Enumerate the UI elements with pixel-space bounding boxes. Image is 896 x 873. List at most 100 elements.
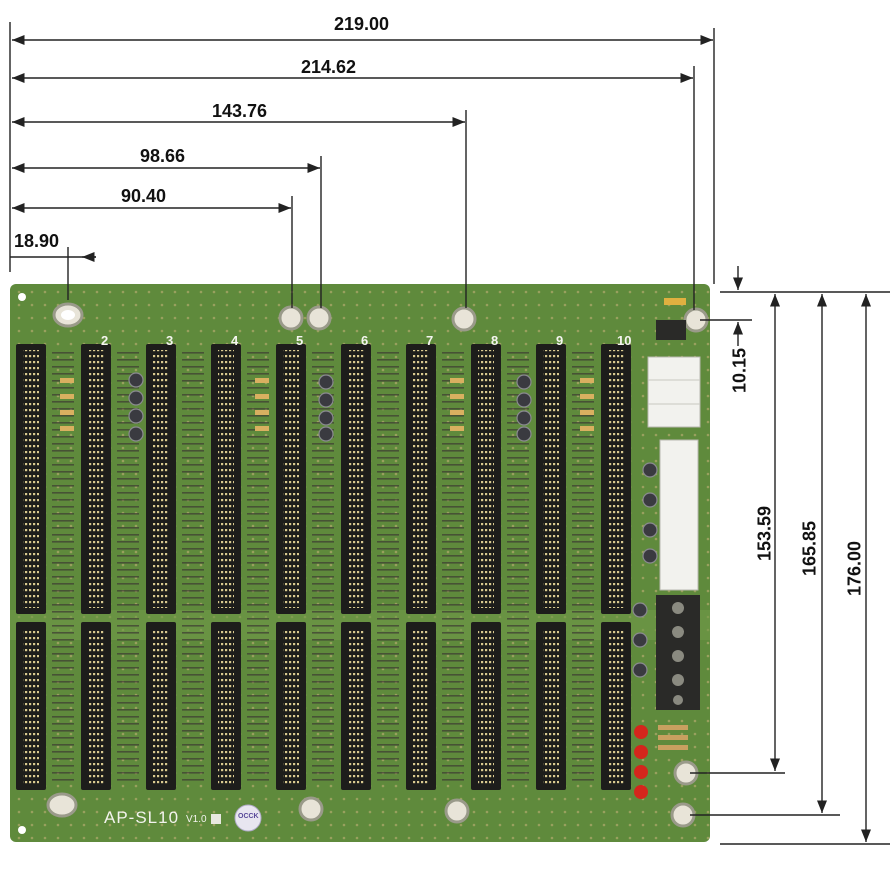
capacitor	[128, 408, 144, 424]
dimension-label-214: 214.62	[301, 57, 357, 77]
capacitor	[318, 392, 334, 408]
resistor	[450, 426, 464, 431]
slot-pins-lower	[478, 628, 494, 784]
capacitor	[632, 662, 648, 678]
isa-slots	[16, 344, 631, 790]
capacitor	[318, 374, 334, 390]
slot-pins-lower	[153, 628, 169, 784]
resistor	[60, 426, 74, 431]
slot-trace-field	[117, 352, 139, 782]
dimension-label-153: 153.59	[754, 505, 775, 562]
slot-number: 9	[556, 333, 564, 348]
dimension-label-219: 219.00	[334, 14, 390, 34]
red-led	[634, 785, 648, 799]
slot-trace-field	[572, 352, 594, 782]
white-connector-block	[647, 356, 701, 428]
slot-pins-lower	[23, 628, 39, 784]
red-led	[634, 725, 648, 739]
capacitor	[516, 410, 532, 426]
capacitor	[632, 632, 648, 648]
power-header	[659, 439, 699, 591]
resistor	[450, 378, 464, 383]
red-led	[634, 745, 648, 759]
board-model-label: AP-SL10	[104, 808, 180, 827]
dimension-label-18: 18.90	[14, 231, 60, 251]
dimension-label-98: 98.66	[140, 146, 186, 166]
version-mark	[211, 814, 221, 824]
capacitor	[642, 492, 658, 508]
slot-trace-field	[182, 352, 204, 782]
slot-pins-upper	[543, 350, 559, 608]
resistor	[580, 426, 594, 431]
slot-trace-field	[377, 352, 399, 782]
capacitor	[128, 426, 144, 442]
resistor	[450, 410, 464, 415]
capacitor	[128, 390, 144, 406]
board-version-label: V1.0	[186, 814, 207, 825]
resistor	[60, 394, 74, 399]
slot-pins-lower	[218, 628, 234, 784]
capacitor	[516, 426, 532, 442]
slot-pins-lower	[413, 628, 429, 784]
mounting-hole-center	[61, 310, 75, 320]
capacitor	[318, 426, 334, 442]
resistor	[60, 378, 74, 383]
capacitor	[642, 462, 658, 478]
corner-hole	[18, 293, 26, 301]
dimension-label-90: 90.40	[121, 186, 167, 206]
red-led	[634, 765, 648, 779]
dimension-label-143: 143.76	[212, 101, 268, 121]
slot-pins-upper	[478, 350, 494, 608]
dimension-lines	[9, 22, 890, 845]
slot-number: 3	[166, 333, 174, 348]
slot-pins-upper	[348, 350, 364, 608]
slot-pins-upper	[218, 350, 234, 608]
capacitor	[318, 410, 334, 426]
slot-number: 6	[361, 333, 369, 348]
resistor	[580, 394, 594, 399]
resistor	[580, 378, 594, 383]
slot-number: 4	[231, 333, 239, 348]
resistor	[255, 394, 269, 399]
slot-pins-lower	[543, 628, 559, 784]
slot-pins-lower	[88, 628, 104, 784]
capacitor	[642, 522, 658, 538]
capacitors	[60, 372, 658, 678]
slot-number: 7	[426, 333, 434, 348]
resistor	[255, 426, 269, 431]
slot-pins-upper	[413, 350, 429, 608]
slot-number: 8	[491, 333, 499, 348]
slot-trace-field	[507, 352, 529, 782]
resistor	[450, 394, 464, 399]
slot-pins-upper	[153, 350, 169, 608]
slot-number: 5	[296, 333, 304, 348]
resistor	[60, 410, 74, 415]
capacitor	[516, 392, 532, 408]
slot-pins-lower	[608, 628, 624, 784]
slot-trace-field	[247, 352, 269, 782]
slot-trace-field	[442, 352, 464, 782]
small-header	[656, 320, 686, 340]
mounting-holes	[18, 293, 709, 834]
corner-hole	[18, 826, 26, 834]
mounting-hole	[46, 792, 78, 818]
capacitor	[632, 602, 648, 618]
slot-trace-field	[52, 352, 74, 782]
slot-pins-upper	[608, 350, 624, 608]
resistor	[255, 410, 269, 415]
slot-number: 2	[101, 333, 109, 348]
capacitor	[128, 372, 144, 388]
slot-pins-upper	[88, 350, 104, 608]
resistor	[255, 378, 269, 383]
capacitor	[516, 374, 532, 390]
slot-trace-fields	[52, 352, 594, 782]
slot-pins-upper	[283, 350, 299, 608]
dimension-label-176: 176.00	[844, 540, 865, 597]
slot-pins-lower	[283, 628, 299, 784]
logo-text: OCCK	[238, 813, 259, 820]
mounting-hole	[444, 798, 470, 824]
mounting-hole	[278, 305, 304, 331]
mounting-hole	[451, 306, 477, 332]
